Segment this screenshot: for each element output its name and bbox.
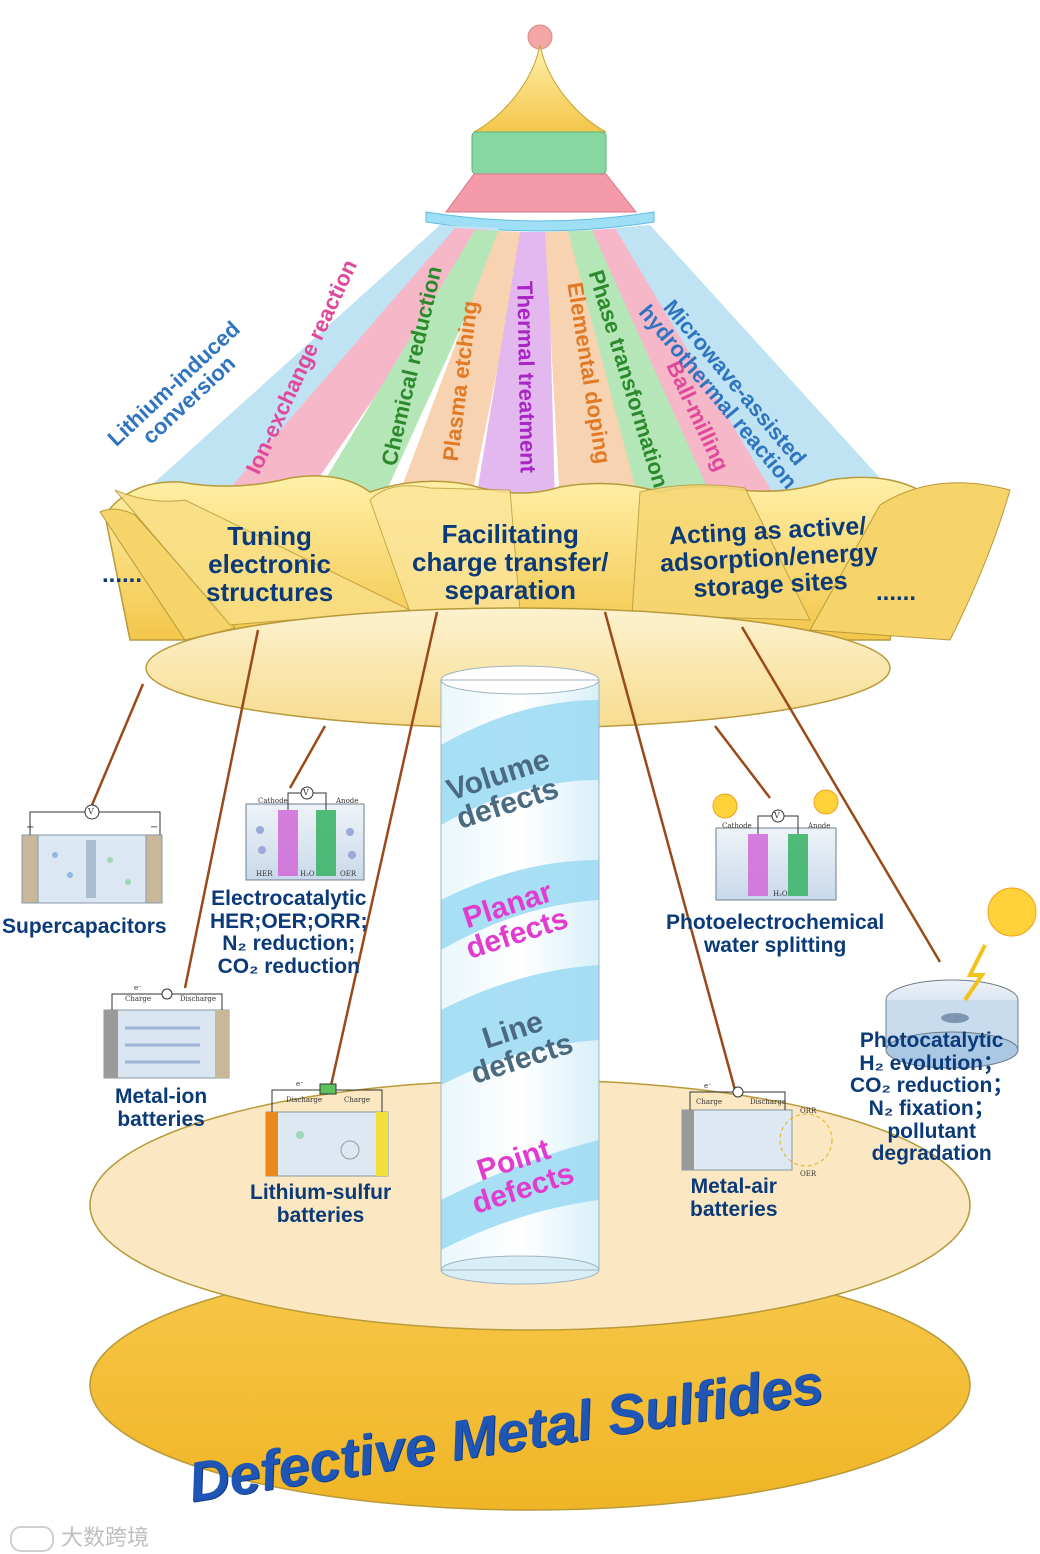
sun-icon: [712, 793, 738, 819]
device-label: Charge: [344, 1096, 371, 1104]
app-metal-ion: Metal-ion batteries: [115, 1085, 208, 1131]
device-label: e⁻: [134, 984, 142, 992]
device-label: Discharge: [286, 1096, 323, 1104]
left-ellipsis: ......: [102, 561, 143, 588]
right-ellipsis: ......: [876, 579, 917, 606]
role-facilitating: Facilitating charge transfer/ separation: [412, 519, 609, 606]
device-label: Cathode: [722, 822, 752, 830]
canopy: [99, 475, 1011, 641]
device-label: OER: [340, 870, 357, 878]
device-label: OER: [800, 1170, 817, 1178]
app-metal-air: Metal-air batteries: [690, 1175, 778, 1221]
device-label: V: [774, 811, 780, 820]
watermark: 大数跨境: [10, 1520, 149, 1552]
connector-lines: [90, 611, 942, 1091]
pec-device: [712, 789, 839, 901]
app-pec: Photoelectrochemical water splitting: [666, 911, 885, 957]
role-acting: Acting as active/ adsorption/energy stor…: [659, 511, 879, 603]
photocatalytic-device: [885, 887, 1037, 1069]
device-label: Discharge: [180, 995, 217, 1003]
app-supercapacitors: Supercapacitors: [2, 915, 167, 938]
app-electrocatalytic: Electrocatalytic HER;OER;ORR; N₂ reducti…: [210, 887, 368, 979]
device-label: Charge: [125, 995, 152, 1003]
device-label: Cathode: [258, 797, 288, 805]
device-label: Anode: [808, 822, 831, 830]
device-label: Charge: [696, 1098, 723, 1106]
electrocatalytic-device: [245, 786, 365, 881]
watermark-icon: [10, 1526, 54, 1552]
metal-air-device: [681, 1086, 833, 1171]
device-label: HER: [256, 870, 273, 878]
app-photocatalytic: Photocatalytic H₂ evolution； CO₂ reducti…: [850, 1029, 1014, 1166]
supercapacitor-device: [21, 804, 163, 904]
device-label: −: [150, 822, 159, 833]
role-tuning: Tuning electronic structures: [206, 521, 334, 608]
device-label: H₂O: [300, 870, 315, 878]
lithium-sulfur-device: [265, 1083, 389, 1177]
defect-pillar: [440, 665, 600, 1285]
device-label: e⁻: [296, 1080, 304, 1088]
method-rays: [135, 225, 900, 505]
device-label: V: [303, 788, 309, 797]
device-label: Discharge: [750, 1098, 787, 1106]
metal-ion-device: [103, 988, 230, 1079]
sun-icon: [813, 789, 839, 815]
app-lithium-sulfur: Lithium-sulfur batteries: [250, 1181, 392, 1227]
carousel-top: [425, 24, 655, 232]
device-label: Anode: [336, 797, 359, 805]
device-label: +: [26, 822, 35, 833]
device-label: ORR: [800, 1107, 817, 1115]
method-label: Thermal treatment: [512, 280, 541, 474]
device-label: e⁻: [704, 1082, 712, 1090]
device-label: H₂O: [773, 890, 788, 898]
device-label: V: [88, 807, 94, 816]
sun-icon: [987, 887, 1037, 937]
